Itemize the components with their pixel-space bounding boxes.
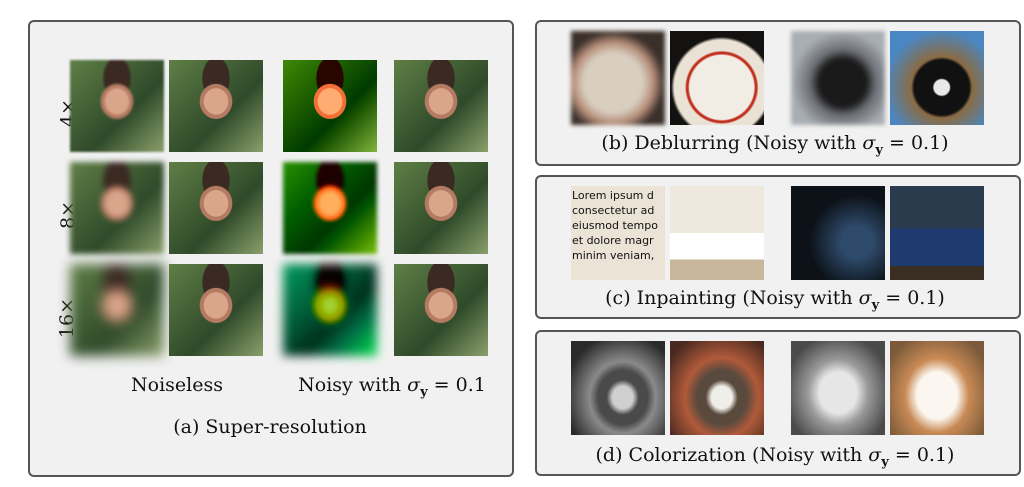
baseball-restored-image [670, 31, 764, 125]
cat-grayscale-image [571, 341, 665, 435]
colorization-caption-prefix: (d) Colorization (Noisy with [595, 444, 869, 466]
dark-bedroom-inpainted-image [890, 186, 984, 280]
noiseless-column-caption: Noiseless [131, 374, 223, 396]
colorization-caption-suffix: = 0.1) [888, 444, 955, 466]
deblurring-caption: (b) Deblurring (Noisy with σy = 0.1) [565, 132, 985, 158]
inpainting-caption-sigma: σ [858, 287, 872, 309]
face-noisy-lowres-8x-image [283, 162, 377, 254]
inpainting-caption: (c) Inpainting (Noisy with σy = 0.1) [565, 287, 985, 313]
super-resolution-caption: (a) Super-resolution [173, 416, 367, 438]
face-lowres-8x-image [70, 162, 164, 254]
face-noisy-reconstruction-16x-image [394, 264, 488, 356]
telephone-blurred-image [791, 31, 885, 125]
face-lowres-16x-image [70, 264, 164, 356]
face-noisy-lowres-4x-image [283, 60, 377, 152]
dark-bedroom-masked-image [791, 186, 885, 280]
face-reconstruction-8x-image [169, 162, 263, 254]
lorem-line-5: minim veniam, [572, 249, 655, 262]
super-resolution-panel: 4× 8× 16× Noiseless Noisy with σy = 0.1 … [28, 20, 514, 477]
deblurring-panel: (b) Deblurring (Noisy with σy = 0.1) [535, 20, 1021, 166]
colorization-caption-sigma: σ [868, 444, 882, 466]
baseball-blurred-image [571, 31, 665, 125]
cat-colorized-image [670, 341, 764, 435]
lorem-line-4: et dolore magr [572, 234, 654, 247]
inpainting-caption-sigma-sub: y [871, 297, 880, 313]
face-reconstruction-4x-image [169, 60, 263, 152]
deblurring-caption-sigma-sub: y [875, 142, 883, 158]
white-cat-grayscale-image [791, 341, 885, 435]
face-reconstruction-16x-image [169, 264, 263, 356]
face-noisy-lowres-16x-image [283, 264, 377, 356]
deblurring-caption-prefix: (b) Deblurring (Noisy with [601, 132, 863, 154]
inpainting-caption-suffix: = 0.1) [879, 287, 945, 309]
noisy-caption-sigma-sub: y [420, 384, 428, 400]
lorem-line-2: consectetur ad [572, 204, 655, 217]
noisy-caption-eq: = 0.1 [427, 374, 486, 396]
lorem-line-3: eiusmod tempo [572, 219, 658, 232]
white-cat-colorized-image [890, 341, 984, 435]
deblurring-caption-suffix: = 0.1) [882, 132, 949, 154]
bedroom-inpainted-image [670, 186, 764, 280]
face-noisy-reconstruction-8x-image [394, 162, 488, 254]
colorization-caption-sigma-sub: y [881, 454, 889, 470]
bedroom-masked-text-image: Lorem ipsum d consectetur ad eiusmod tem… [571, 186, 665, 280]
telephone-restored-image [890, 31, 984, 125]
noisy-caption-sigma: σ [407, 374, 421, 396]
lorem-line-1: Lorem ipsum d [572, 189, 654, 202]
noisy-column-caption: Noisy with σy = 0.1 [282, 374, 502, 400]
colorization-panel: (d) Colorization (Noisy with σy = 0.1) [535, 330, 1021, 476]
deblurring-caption-sigma: σ [862, 132, 876, 154]
inpainting-caption-prefix: (c) Inpainting (Noisy with [605, 287, 859, 309]
inpainting-panel: Lorem ipsum d consectetur ad eiusmod tem… [535, 175, 1021, 319]
noisy-caption-prefix: Noisy with [298, 374, 408, 396]
face-lowres-4x-image [70, 60, 164, 152]
colorization-caption: (d) Colorization (Noisy with σy = 0.1) [565, 444, 985, 470]
face-noisy-reconstruction-4x-image [394, 60, 488, 152]
